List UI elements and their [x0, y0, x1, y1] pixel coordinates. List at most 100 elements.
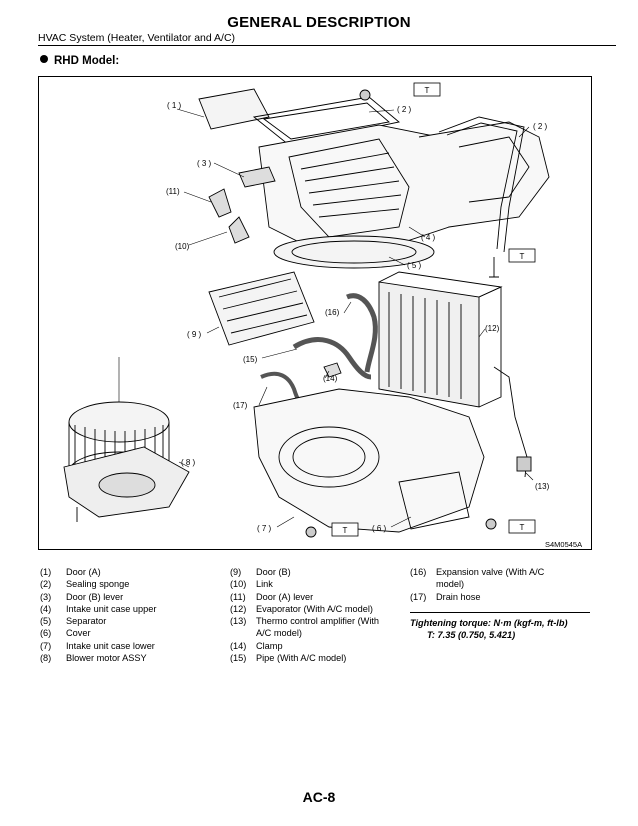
legend-num: (10): [230, 579, 247, 590]
legend-item: (6) Cover: [40, 627, 220, 639]
door-b-part: [208, 271, 315, 346]
callout-16: (16): [325, 308, 340, 317]
lower-case-bowl-inner: [292, 436, 366, 478]
legend-item: (5) Separator: [40, 615, 220, 627]
legend-num: (9): [230, 567, 242, 577]
legend-num: (3): [40, 591, 52, 602]
legend-item: (12)Evaporator (With A/C model): [230, 603, 405, 615]
legend-text: Cover: [66, 628, 91, 639]
torque-tag-label: T: [520, 523, 525, 532]
torque-tag-bottom: [331, 522, 359, 537]
evaporator-part: [378, 281, 480, 408]
legend-item: (3) Door (B) lever: [40, 591, 220, 603]
callout-14: (14): [323, 374, 338, 383]
legend-item: (10) Link: [230, 578, 405, 590]
sealing-sponge-inner: [262, 102, 391, 140]
legend-item: (1)Door (A): [40, 566, 220, 578]
legend-text: Drain hose: [436, 591, 481, 602]
legend-text: Door (B) lever: [66, 591, 124, 602]
callout-5: ( 5 ): [407, 261, 422, 270]
legend-item: (11) Door (A) lever: [230, 591, 405, 603]
torque-tag-label: T: [520, 252, 525, 261]
bullet-icon: [40, 55, 48, 63]
legend-text: Pipe (With A/C model): [256, 653, 347, 664]
figure-code: S4M0545A: [545, 540, 582, 549]
legend-num: (15): [230, 653, 247, 664]
thermo-amplifier-part: [516, 456, 532, 472]
bolt-right: [489, 257, 499, 278]
cover-part: [398, 471, 470, 530]
legend-item: (9) Door (B): [230, 566, 405, 578]
callout-1: ( 1 ): [167, 101, 182, 110]
torque-tag-top: [413, 82, 441, 97]
legend-text-continued: model): [436, 579, 465, 590]
page-number: AC-8: [302, 789, 336, 805]
callout-17: (17): [233, 401, 248, 410]
evaporator-side: [478, 286, 502, 408]
torque-divider: [410, 612, 590, 613]
evaporator-fins: [388, 292, 462, 399]
legend-text: Link: [256, 579, 273, 590]
torque-value: T: 7.35 (0.750, 5.421): [427, 630, 516, 641]
door-a-part: [198, 88, 270, 130]
legend-item: (16)Expansion valve (With A/C: [410, 566, 595, 578]
legend-item: (17) Drain hose: [410, 591, 595, 603]
legend-num: (11): [230, 591, 246, 602]
legend-text: Blower motor ASSY: [66, 653, 147, 664]
diagram-drawing: T T T T ( 1 ) ( 2 ) ( 2 ) ( 3 ) (11) (10…: [63, 82, 582, 549]
legend-column-1: (1)Door (A) (2)Sealing sponge (3) Door (B…: [40, 566, 220, 664]
torque-tags: T T T T: [331, 82, 536, 537]
legend-item: (14) Clamp: [230, 640, 405, 652]
expansion-valve-pipe: [346, 293, 378, 373]
legend-text: Expansion valve (With A/C: [436, 567, 545, 577]
callout-12: (12): [485, 324, 500, 333]
bolt-bottom-right: [485, 518, 497, 530]
legend-item: (4) Intake unit case upper: [40, 603, 220, 615]
legend-num: (14): [230, 640, 247, 651]
door-b-lever-part: [238, 166, 276, 188]
gasket-loop-inner: [446, 122, 518, 250]
door-a-lever-part: [208, 188, 232, 218]
callout-9: ( 9 ): [187, 330, 202, 339]
callout-6: ( 6 ): [372, 524, 387, 533]
legend-text: Intake unit case upper: [66, 603, 157, 614]
legend-text: Door (A) lever: [256, 591, 314, 602]
legend-text-continued: A/C model): [256, 628, 302, 639]
header-rule: [38, 45, 616, 46]
section-subtitle: HVAC System (Heater, Ventilator and A/C): [38, 32, 236, 44]
callout-8: ( 8 ): [181, 458, 196, 467]
legend-num: (6): [40, 628, 52, 639]
callout-13: (13): [535, 482, 550, 491]
legend-text: Separator: [66, 616, 107, 627]
legend-text: Intake unit case lower: [66, 640, 155, 651]
torque-tag-label: T: [343, 526, 348, 535]
legend-column-2: (9)Door (B) (10)Link (11)Door (A) lever …: [230, 566, 405, 664]
callout-2b: ( 2 ): [533, 122, 548, 131]
gasket-loop-part: [438, 116, 525, 253]
torque-label: Tightening torque: N·m (kgf-m, ft-lb): [410, 618, 568, 628]
leader-lines: [118, 108, 534, 528]
legend-num: (5): [40, 616, 52, 627]
sealing-sponge-part: [252, 96, 401, 146]
legend-text: Clamp: [256, 640, 283, 651]
legend-num: (4): [40, 603, 52, 614]
legend-item: (13)Thermo control amplifier (With: [230, 615, 405, 627]
legend-item: (2)Sealing sponge: [40, 578, 220, 590]
grille-slats: [300, 152, 402, 218]
blower-fan-top: [68, 401, 170, 443]
legend-text: Door (B): [256, 567, 291, 577]
exploded-diagram: T T T T ( 1 ) ( 2 ) ( 2 ) ( 3 ) (11) (10…: [38, 76, 592, 550]
torque-tag-label: T: [425, 86, 430, 95]
legend-num: (12): [230, 603, 247, 614]
legend-item: (15) Pipe (With A/C model): [230, 652, 405, 664]
callout-labels: ( 1 ) ( 2 ) ( 2 ) ( 3 ) (11) (10) ( 4 ) …: [166, 101, 582, 549]
legend-num: (17): [410, 591, 427, 602]
legend-item: (7)Intake unit case lower: [40, 640, 220, 652]
torque-tag-bottom-right: [508, 519, 536, 534]
callout-3: ( 3 ): [197, 159, 212, 168]
bolt-bottom: [305, 526, 317, 538]
legend-text: Door (A): [66, 567, 101, 577]
lower-case-bowl: [278, 426, 380, 488]
legend-num: (8): [40, 653, 52, 664]
intake-case-lower-part: [253, 388, 485, 533]
